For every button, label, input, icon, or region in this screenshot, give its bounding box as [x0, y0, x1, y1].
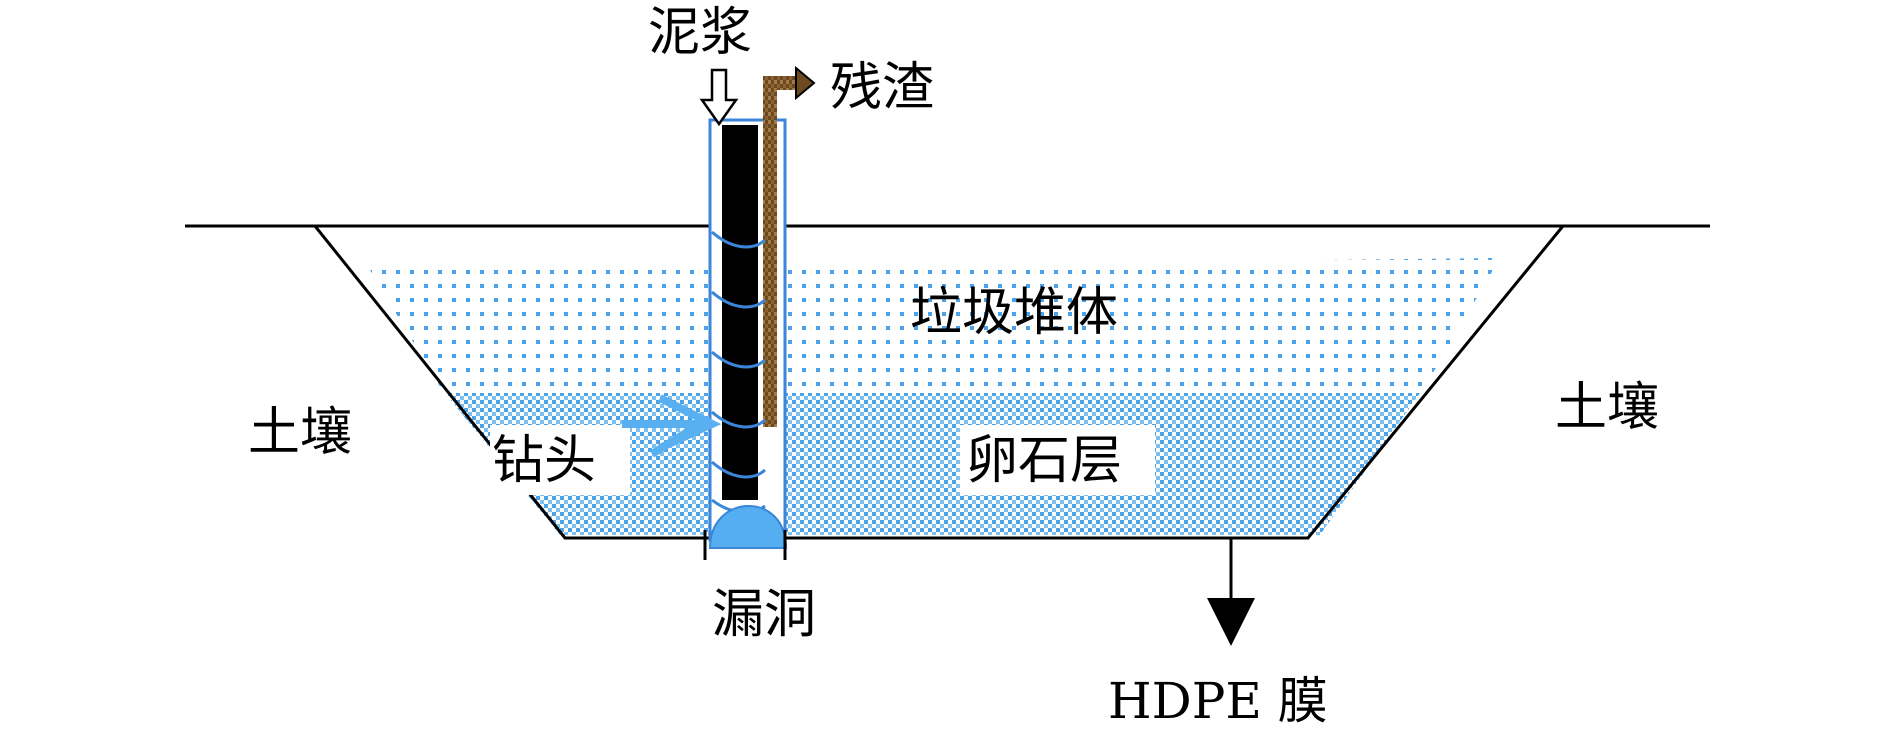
- cobble-layer-label: 卵石层: [966, 431, 1122, 491]
- hdpe-pointer-arrow: [1207, 538, 1255, 646]
- drill-label-bg: [490, 425, 630, 495]
- waste-body-fill: [370, 258, 1500, 395]
- waste-body-label: 垃圾堆体: [910, 283, 1118, 343]
- drill-bit-label: 钻头: [492, 431, 596, 491]
- cobble-label-bg: [960, 425, 1155, 495]
- residue-pipe-elbow: [763, 76, 798, 90]
- ground-line: [185, 224, 1710, 540]
- hdpe-membrane-label: HDPE 膜: [1108, 672, 1328, 730]
- slurry-arrow: [699, 68, 739, 127]
- residue-label: 残渣: [830, 58, 934, 118]
- soil-left-label: 土壤: [248, 403, 352, 463]
- drill-spiral: [711, 230, 767, 514]
- soil-right-label: 土壤: [1555, 378, 1659, 438]
- leak-hole-label: 漏洞: [712, 585, 816, 645]
- slurry-label: 泥浆: [648, 3, 752, 63]
- drill-pointer-arrow: [622, 394, 722, 458]
- residue-pipe: [763, 82, 777, 427]
- residue-arrow-head: [795, 65, 816, 101]
- drill-rod: [722, 125, 758, 500]
